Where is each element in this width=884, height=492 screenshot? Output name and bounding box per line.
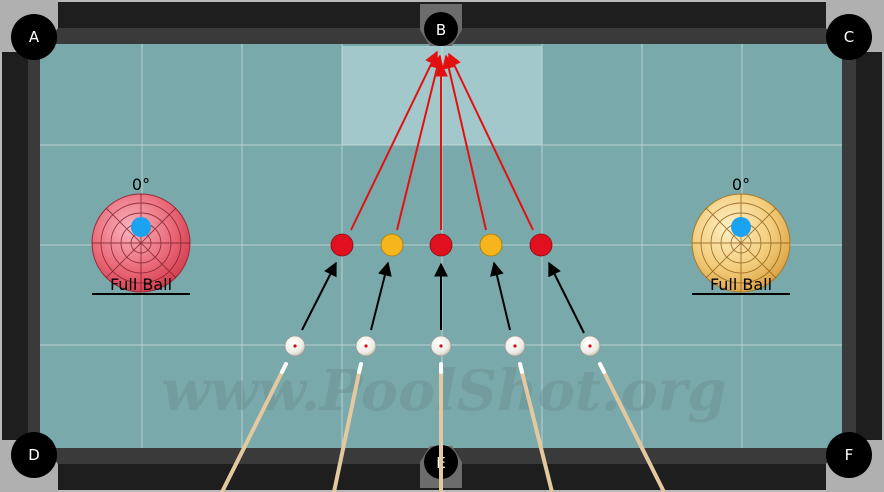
object-ball-red (330, 233, 354, 257)
pocket-label: C (844, 28, 854, 46)
cue-stick (220, 362, 288, 492)
angle-label: 0° (732, 175, 750, 194)
aim-arrow (370, 261, 392, 331)
cue-balls (284, 335, 601, 357)
cue-stick (332, 362, 363, 492)
pocket-label: F (845, 446, 854, 464)
watermark: www.PoolShot.org (162, 358, 727, 424)
pocket-label: D (28, 446, 40, 464)
object-ball-yellow (479, 233, 503, 257)
cue-ball (284, 335, 306, 357)
pocket-a: A (0, 0, 58, 60)
path-arrow (396, 54, 444, 231)
path-arrow (448, 52, 534, 231)
cue-ball-paths (301, 261, 585, 334)
aim-arrow (548, 261, 585, 334)
cue-tip-diagram-right: 0° Full Ball (691, 175, 791, 295)
pocket-label: A (29, 28, 40, 46)
aim-arrow (301, 261, 337, 331)
pocket-f: F (826, 432, 884, 492)
cue-stick (518, 362, 554, 492)
object-ball-red (429, 233, 453, 257)
pocket-c: C (826, 0, 884, 60)
tip-grid (692, 194, 790, 292)
tip-contact-marker (731, 217, 751, 237)
tip-grid (92, 194, 190, 292)
caption: Full Ball (710, 275, 772, 294)
angle-label: 0° (132, 175, 150, 194)
tip-contact-marker (131, 217, 151, 237)
cue-ball (504, 335, 526, 357)
path-arrow (442, 54, 487, 231)
cue-ball (355, 335, 377, 357)
cue-tip-diagram-left: 0° Full Ball (91, 175, 191, 295)
object-ball-paths (350, 50, 534, 231)
cue-ball (579, 335, 601, 357)
object-ball-red (529, 233, 553, 257)
cue-ball (430, 335, 452, 357)
pocket-d: D (0, 432, 58, 492)
pocket-label: B (436, 21, 446, 39)
cue-sticks (220, 362, 666, 492)
cue-stick (598, 362, 666, 492)
path-arrow (350, 50, 438, 231)
caption: Full Ball (110, 275, 172, 294)
pocket-b: B (420, 4, 462, 46)
aim-arrow (490, 261, 511, 331)
object-balls (330, 233, 553, 257)
object-ball-yellow (380, 233, 404, 257)
